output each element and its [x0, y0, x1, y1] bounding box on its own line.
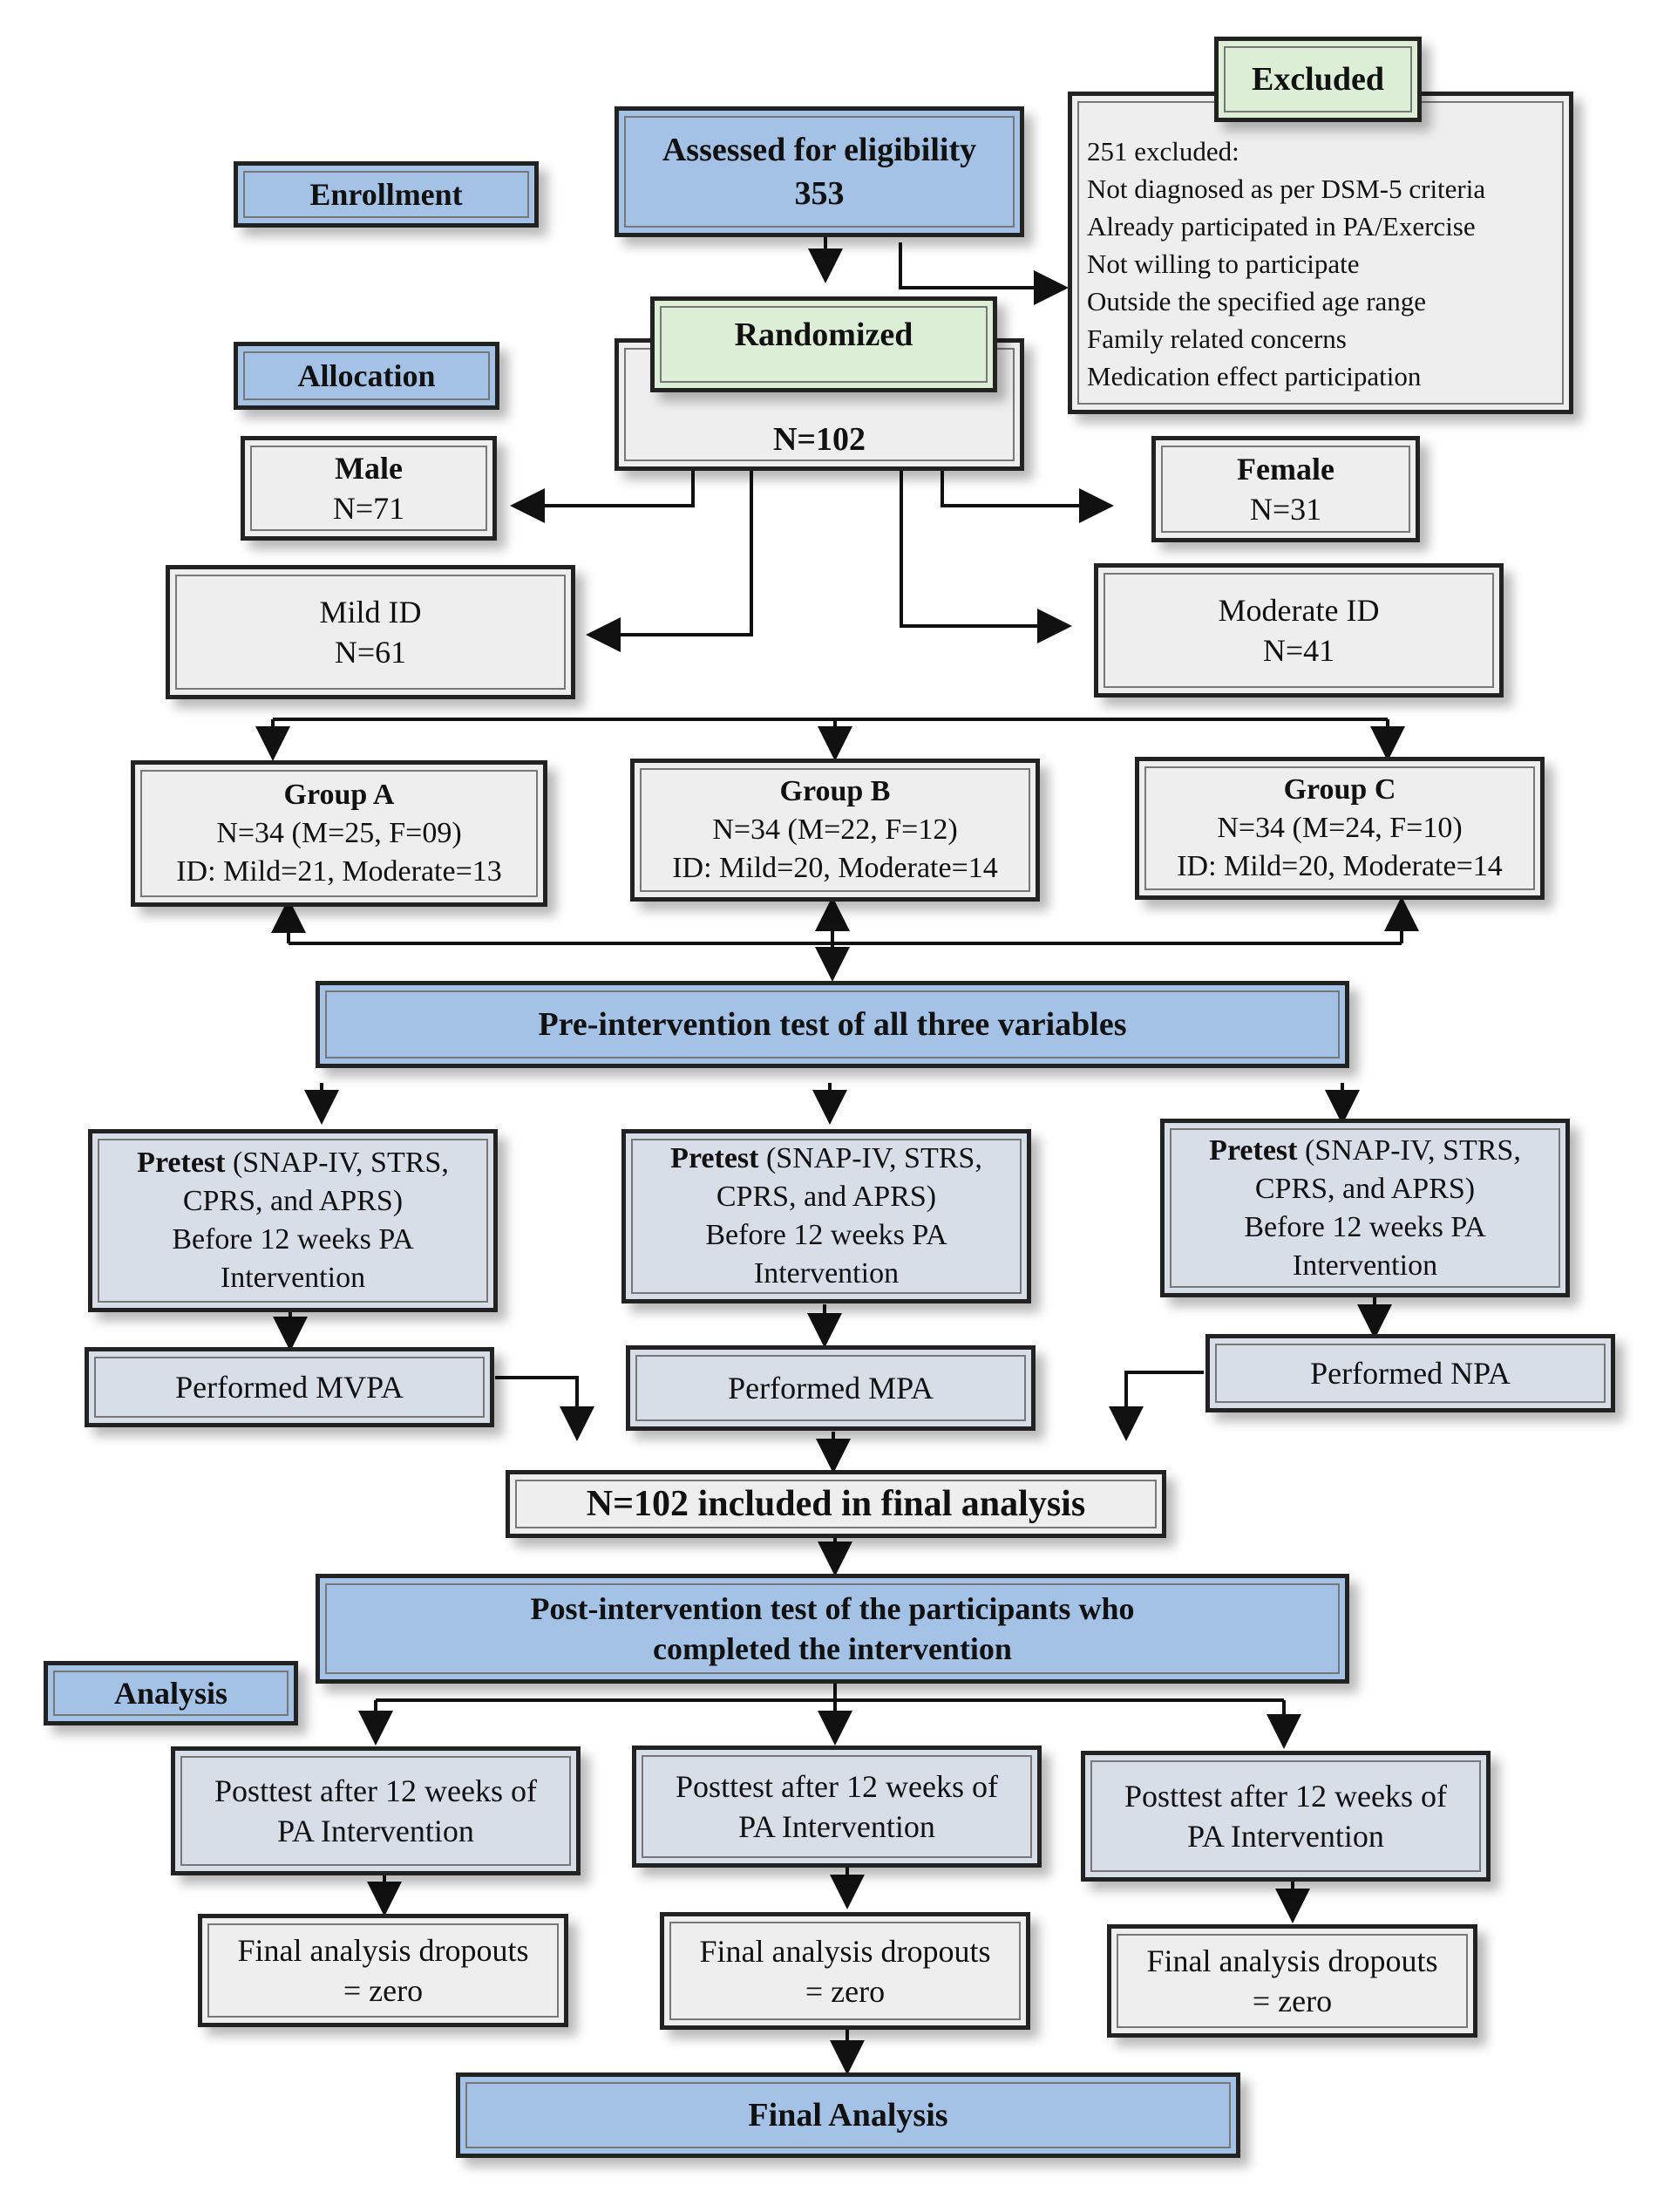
pretest-b-box: Pretest (SNAP-IV, STRS, CPRS, and APRS) … — [621, 1129, 1031, 1303]
post-intervention-line1: Post-intervention test of the participan… — [530, 1591, 1135, 1626]
group-a-name: Group A — [283, 779, 395, 811]
performed-mvpa-box: Performed MVPA — [85, 1347, 494, 1427]
male-label: Male — [335, 451, 403, 486]
excluded-box — [1068, 92, 1573, 414]
dropouts-b-line2: = zero — [805, 1973, 886, 2009]
pre-intervention-box: Pre-intervention test of all three varia… — [316, 981, 1349, 1068]
pretest-c-bold: Pretest — [1209, 1133, 1298, 1167]
posttest-a-line1: Posttest after 12 weeks of — [214, 1773, 537, 1808]
final-analysis-box: Final Analysis — [456, 2072, 1240, 2158]
randomized-title: Randomized — [734, 316, 913, 353]
mild-id-label: Mild ID — [319, 595, 422, 630]
female-box: Female N=31 — [1151, 436, 1420, 542]
performed-mpa-box: Performed MPA — [626, 1345, 1036, 1431]
dropouts-a-box: Final analysis dropouts = zero — [198, 1914, 568, 2027]
performed-mpa-text: Performed MPA — [728, 1371, 934, 1405]
group-a-id: ID: Mild=21, Moderate=13 — [176, 855, 502, 888]
dropouts-b-box: Final analysis dropouts = zero — [660, 1912, 1030, 2030]
posttest-a-line2: PA Intervention — [277, 1814, 474, 1848]
group-a-box: Group A N=34 (M=25, F=09) ID: Mild=21, M… — [131, 760, 547, 907]
performed-mvpa-text: Performed MVPA — [175, 1370, 404, 1405]
group-b-name: Group B — [779, 775, 891, 807]
posttest-b-line1: Posttest after 12 weeks of — [676, 1769, 998, 1804]
eligibility-box: Assessed for eligibility 353 — [615, 106, 1024, 237]
excluded-item: Not diagnosed as per DSM-5 criteria — [1087, 174, 1486, 204]
posttest-b-line2: PA Intervention — [738, 1809, 935, 1844]
excluded-item: Family related concerns — [1087, 323, 1347, 354]
posttest-c-line2: PA Intervention — [1187, 1819, 1384, 1854]
pre-intervention-text: Pre-intervention test of all three varia… — [538, 1006, 1127, 1043]
female-label: Female — [1237, 452, 1334, 487]
dropouts-c-line2: = zero — [1252, 1984, 1333, 2018]
pretest-a-box: Pretest (SNAP-IV, STRS, CPRS, and APRS) … — [88, 1129, 498, 1312]
pretest-b-line3: Before 12 weeks PA — [705, 1219, 947, 1251]
group-a-sex: N=34 (M=25, F=09) — [216, 817, 462, 849]
post-intervention-box: Post-intervention test of the participan… — [316, 1574, 1349, 1684]
male-box: Male N=71 — [241, 436, 497, 541]
pretest-c-line3: Before 12 weeks PA — [1244, 1210, 1486, 1243]
moderate-id-count: N=41 — [1262, 633, 1335, 668]
group-b-box: Group B N=34 (M=22, F=12) ID: Mild=20, M… — [630, 759, 1040, 902]
group-b-id: ID: Mild=20, Moderate=14 — [672, 852, 998, 884]
pretest-a-line2: CPRS, and APRS) — [182, 1185, 404, 1217]
post-intervention-line2: completed the intervention — [653, 1631, 1012, 1666]
pretest-c-line4: Intervention — [1292, 1249, 1438, 1282]
performed-npa-box: Performed NPA — [1205, 1334, 1615, 1412]
allocation-label: Allocation — [234, 342, 499, 410]
performed-npa-text: Performed NPA — [1310, 1356, 1511, 1391]
posttest-c-line1: Posttest after 12 weeks of — [1124, 1779, 1447, 1814]
final-included-text: N=102 included in final analysis — [586, 1484, 1086, 1524]
posttest-a-box: Posttest after 12 weeks of PA Interventi… — [171, 1746, 581, 1875]
male-count: N=71 — [332, 491, 405, 526]
pretest-b-bold: Pretest — [670, 1142, 759, 1174]
group-c-name: Group C — [1283, 773, 1396, 806]
excluded-item: Already participated in PA/Exercise — [1087, 211, 1476, 242]
pretest-a-line4: Intervention — [220, 1262, 366, 1294]
dropouts-a-line2: = zero — [343, 1973, 424, 2008]
pretest-c-box: Pretest (SNAP-IV, STRS, CPRS, and APRS) … — [1160, 1119, 1570, 1297]
moderate-id-box: Moderate ID N=41 — [1094, 563, 1504, 698]
eligibility-count: 353 — [794, 175, 845, 212]
dropouts-c-box: Final analysis dropouts = zero — [1107, 1924, 1477, 2038]
pretest-a-rest: (SNAP-IV, STRS, — [225, 1147, 449, 1179]
group-b-sex: N=34 (M=22, F=12) — [712, 813, 958, 846]
randomized-count: N=102 — [772, 421, 866, 458]
pretest-b-line4: Intervention — [753, 1257, 900, 1290]
mild-id-count: N=61 — [334, 635, 407, 670]
posttest-b-box: Posttest after 12 weeks of PA Interventi… — [632, 1746, 1042, 1868]
pretest-c-line2: CPRS, and APRS) — [1254, 1172, 1476, 1205]
excluded-title: Excluded — [1251, 61, 1385, 98]
pretest-b-line2: CPRS, and APRS) — [716, 1181, 937, 1213]
moderate-id-label: Moderate ID — [1218, 593, 1380, 628]
final-included-box: N=102 included in final analysis — [506, 1470, 1166, 1538]
randomized-title-box: Randomized — [650, 296, 997, 392]
excluded-item: 251 excluded: — [1087, 136, 1239, 167]
analysis-label: Analysis — [44, 1661, 298, 1725]
eligibility-title: Assessed for eligibility — [662, 132, 977, 168]
female-count: N=31 — [1249, 492, 1322, 527]
mild-id-box: Mild ID N=61 — [166, 565, 575, 699]
pretest-c-rest: (SNAP-IV, STRS, — [1297, 1133, 1521, 1167]
analysis-text: Analysis — [113, 1676, 228, 1711]
final-analysis-text: Final Analysis — [748, 2097, 948, 2134]
pretest-b-rest: (SNAP-IV, STRS, — [758, 1142, 982, 1174]
posttest-c-box: Posttest after 12 weeks of PA Interventi… — [1081, 1751, 1491, 1882]
dropouts-a-line1: Final analysis dropouts — [237, 1933, 529, 1968]
pretest-a-bold: Pretest — [137, 1147, 226, 1179]
group-c-box: Group C N=34 (M=24, F=10) ID: Mild=20, M… — [1135, 757, 1545, 900]
dropouts-b-line1: Final analysis dropouts — [699, 1933, 991, 1969]
enrollment-text: Enrollment — [309, 177, 463, 212]
excluded-item: Medication effect participation — [1087, 361, 1422, 391]
excluded-title-box: Excluded — [1214, 37, 1422, 122]
excluded-item: Outside the specified age range — [1087, 286, 1427, 316]
group-c-sex: N=34 (M=24, F=10) — [1217, 812, 1463, 844]
allocation-text: Allocation — [297, 358, 436, 393]
excluded-reasons: 251 excluded: Not diagnosed as per DSM-5… — [1087, 133, 1485, 395]
group-c-id: ID: Mild=20, Moderate=14 — [1177, 850, 1503, 882]
pretest-a-line3: Before 12 weeks PA — [172, 1223, 414, 1256]
enrollment-label: Enrollment — [234, 161, 539, 228]
excluded-item: Not willing to participate — [1087, 248, 1360, 279]
dropouts-c-line1: Final analysis dropouts — [1146, 1943, 1438, 1978]
